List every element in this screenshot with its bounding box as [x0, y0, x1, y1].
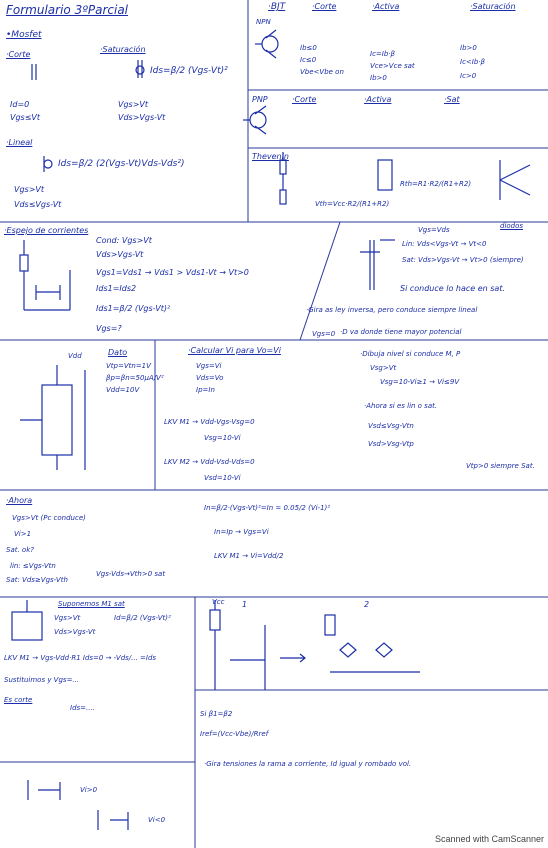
bottom-sust: Sustituimos y Vgs=... — [4, 676, 80, 684]
bjt-npn-label: NPN — [256, 18, 271, 26]
mosfet-lin-cond1: Vgs>Vt — [14, 185, 45, 194]
bottom-note: ·Gira tensiones la rama a corriente, Id … — [204, 760, 412, 768]
mosfet-sat-label: ·Saturación — [100, 45, 146, 54]
bjt-pnp-activa: ·Activa — [364, 95, 392, 104]
mosfet-corte-label: ·Corte — [6, 50, 31, 59]
bottom-sup-1: Vds>Vgs-Vt — [54, 628, 96, 636]
cmos-in-eq: In=β/2·(Vgs-Vt)²=In = 0.05/2 (Vi-1)² — [204, 504, 331, 512]
scanner-footer: Scanned with CamScanner — [434, 834, 544, 844]
bjt-corte-eq-0: Ib≤0 — [300, 44, 317, 52]
bottom-sup: Suponemos M1 sat — [58, 600, 125, 608]
cmos-right2: Vsg>Vt — [370, 364, 397, 372]
cmos-right6: Vsd>Vsg-Vtp — [368, 440, 414, 448]
bottom-n2: 2 — [364, 600, 370, 609]
cmos-right1: ·Dibuja nivel si conduce M, P — [360, 350, 461, 358]
cmos-lkv-final: LKV M1 → Vi=Vdd/2 — [214, 552, 284, 560]
cmos-eq-1: Vds=Vo — [196, 374, 224, 382]
bottom-sup-0: Vgs>Vt — [54, 614, 81, 622]
espejo-lin: Lin: Vds<Vgs-Vt → Vt<0 — [402, 240, 487, 248]
cmos-eq-0: Vgs=Vi — [196, 362, 222, 370]
bottom-id-eq: Id=β/2 (Vgs-Vt)² — [114, 614, 171, 622]
mosfet-header: •Mosfet — [6, 30, 42, 40]
bjt-corte-label: ·Corte — [312, 2, 337, 11]
bottom-beta: Si β1=β2 — [200, 710, 233, 718]
bjt-pnp-corte: ·Corte — [292, 95, 317, 104]
espejo-note2: ·Gira as ley inversa, pero conduce siemp… — [306, 306, 478, 314]
ahora-2: Vi>1 — [14, 530, 32, 538]
espejo-eq4: Vgs=? — [96, 324, 122, 333]
bottom-iref: Iref=(Vcc-Vbe)/Rref — [200, 730, 269, 738]
bjt-sat-eq-1: Ic<Ib·β — [460, 58, 485, 66]
cmos-lkv1b: Vsg=10-Vi — [204, 434, 241, 442]
cmos-vdd: Vdd — [68, 352, 82, 360]
mosfet-sat-cond1: Vgs>Vt — [118, 100, 149, 109]
bjt-activa-eq-2: Ib>0 — [370, 74, 387, 82]
ahora-sat: Sat: Vds≥Vgs-Vth — [6, 576, 68, 584]
mosfet-lin-cond2: Vds≤Vgs-Vt — [14, 200, 62, 209]
espejo-right-cond: Vgs=Vds — [418, 226, 450, 234]
ahora-satq: Sat. ok? — [6, 546, 34, 554]
bjt-activa-eq-0: Ic=Ib·β — [370, 50, 395, 58]
espejo-vgs0: Vgs=0 — [312, 330, 336, 338]
cmos-right7: Vtp>0 siempre Sat. — [466, 462, 535, 470]
bjt-pnp-label: PNP — [252, 95, 268, 104]
mosfet-sat-cond2: Vds>Vgs-Vt — [118, 113, 166, 122]
bjt-corte-eq-1: Ic≤0 — [300, 56, 317, 64]
cmos-right5: Vsd≤Vsg-Vtn — [368, 422, 414, 430]
ahora-lin: lin: ≤Vgs-Vtn — [10, 562, 56, 570]
thevenin-vth: Vth=Vcc·R2/(R1+R2) — [315, 200, 390, 208]
cmos-dato-1: βp=βn=50µA/V² — [106, 374, 164, 382]
cmos-lkv2b: Vsd=10-Vi — [204, 474, 241, 482]
cmos-eq-2: Ip=In — [196, 386, 215, 394]
bjt-activa-label: ·Activa — [372, 2, 400, 11]
cmos-dato-0: Vtp=Vtn=1V — [106, 362, 151, 370]
cmos-lkv1: LKV M1 → Vdd-Vgs-Vsg=0 — [164, 418, 255, 426]
espejo-diodos: diodos — [500, 222, 524, 230]
espejo-header: ·Espejo de corrientes — [4, 226, 89, 235]
bjt-sat-label: ·Saturación — [470, 2, 516, 11]
page-title: Formulario 3ºParcial — [6, 3, 129, 17]
cmos-dato-2: Vdd=10V — [106, 386, 140, 394]
mosfet-lin-label: ·Lineal — [6, 138, 33, 147]
bottom-lkv: LKV M1 → Vgs-Vdd·R1 Ids=0 → -Vds/... =Id… — [4, 654, 157, 662]
cmos-dato: Dato — [108, 348, 128, 357]
cmos-right4: ·Ahora si es lin o sat. — [364, 402, 438, 410]
espejo-cond2: Vds>Vgs-Vt — [96, 250, 144, 259]
espejo-note1: Si conduce lo hace en sat. — [400, 284, 505, 293]
espejo-sat: Sat: Vds>Vgs-Vt → Vt>0 (siempre) — [402, 256, 524, 264]
espejo-note3: ·D va donde tiene mayor potencial — [340, 328, 462, 336]
bottom-vgs-pos: Vi>0 — [80, 786, 98, 794]
cmos-right3: Vsg=10-Vi≥1 → Vi≤9V — [380, 378, 460, 386]
thevenin-label: Thevenin — [252, 152, 289, 161]
bottom-corte: Es corte — [4, 696, 33, 704]
mosfet-corte-eq2: Vgs≤Vt — [10, 113, 41, 122]
cmos-ip-eq: In=Ip → Vgs=Vi — [214, 528, 269, 536]
ahora-header: ·Ahora — [6, 496, 33, 505]
bjt-pnp-sat: ·Sat — [444, 95, 460, 104]
espejo-cond: Cond: Vgs>Vt — [96, 236, 152, 245]
bjt-sat-eq-0: Ib>0 — [460, 44, 477, 52]
bjt-header: ·BJT — [268, 2, 286, 12]
bottom-n1: 1 — [242, 600, 248, 609]
espejo-eq3: Ids1=β/2 (Vgs-Vt)² — [96, 304, 171, 313]
mosfet-corte-eq1: Id=0 — [10, 100, 30, 109]
thevenin-rth: Rth=R1·R2/(R1+R2) — [400, 180, 472, 188]
bjt-sat-eq-2: Ic>0 — [460, 72, 477, 80]
bottom-vcc: Vcc — [212, 598, 225, 606]
bjt-corte-eq-2: Vbe<Vbe on — [300, 68, 344, 76]
ahora-sat-final: Vgs-Vds→Vth>0 sat — [96, 570, 166, 578]
bjt-activa-eq-1: Vce>Vce sat — [370, 62, 415, 70]
cmos-calc-header: ·Calcular Vi para Vo=Vi — [188, 346, 281, 355]
espejo-eq1: Vgs1=Vds1 → Vds1 > Vds1-Vt → Vt>0 — [96, 268, 249, 277]
ahora-1: Vgs>Vt (Pc conduce) — [12, 514, 86, 522]
espejo-eq2: Ids1=Ids2 — [96, 284, 137, 293]
cmos-lkv2: LKV M2 → Vdd-Vsd-Vds=0 — [164, 458, 255, 466]
mosfet-lin-eq: Ids=β/2 (2(Vgs-Vt)Vds-Vds²) — [58, 159, 185, 169]
bottom-vgs-neg: Vi<0 — [148, 816, 166, 824]
mosfet-sat-eq: Ids=β/2 (Vgs-Vt)² — [150, 66, 228, 76]
bottom-ids: Ids=.... — [70, 704, 95, 712]
